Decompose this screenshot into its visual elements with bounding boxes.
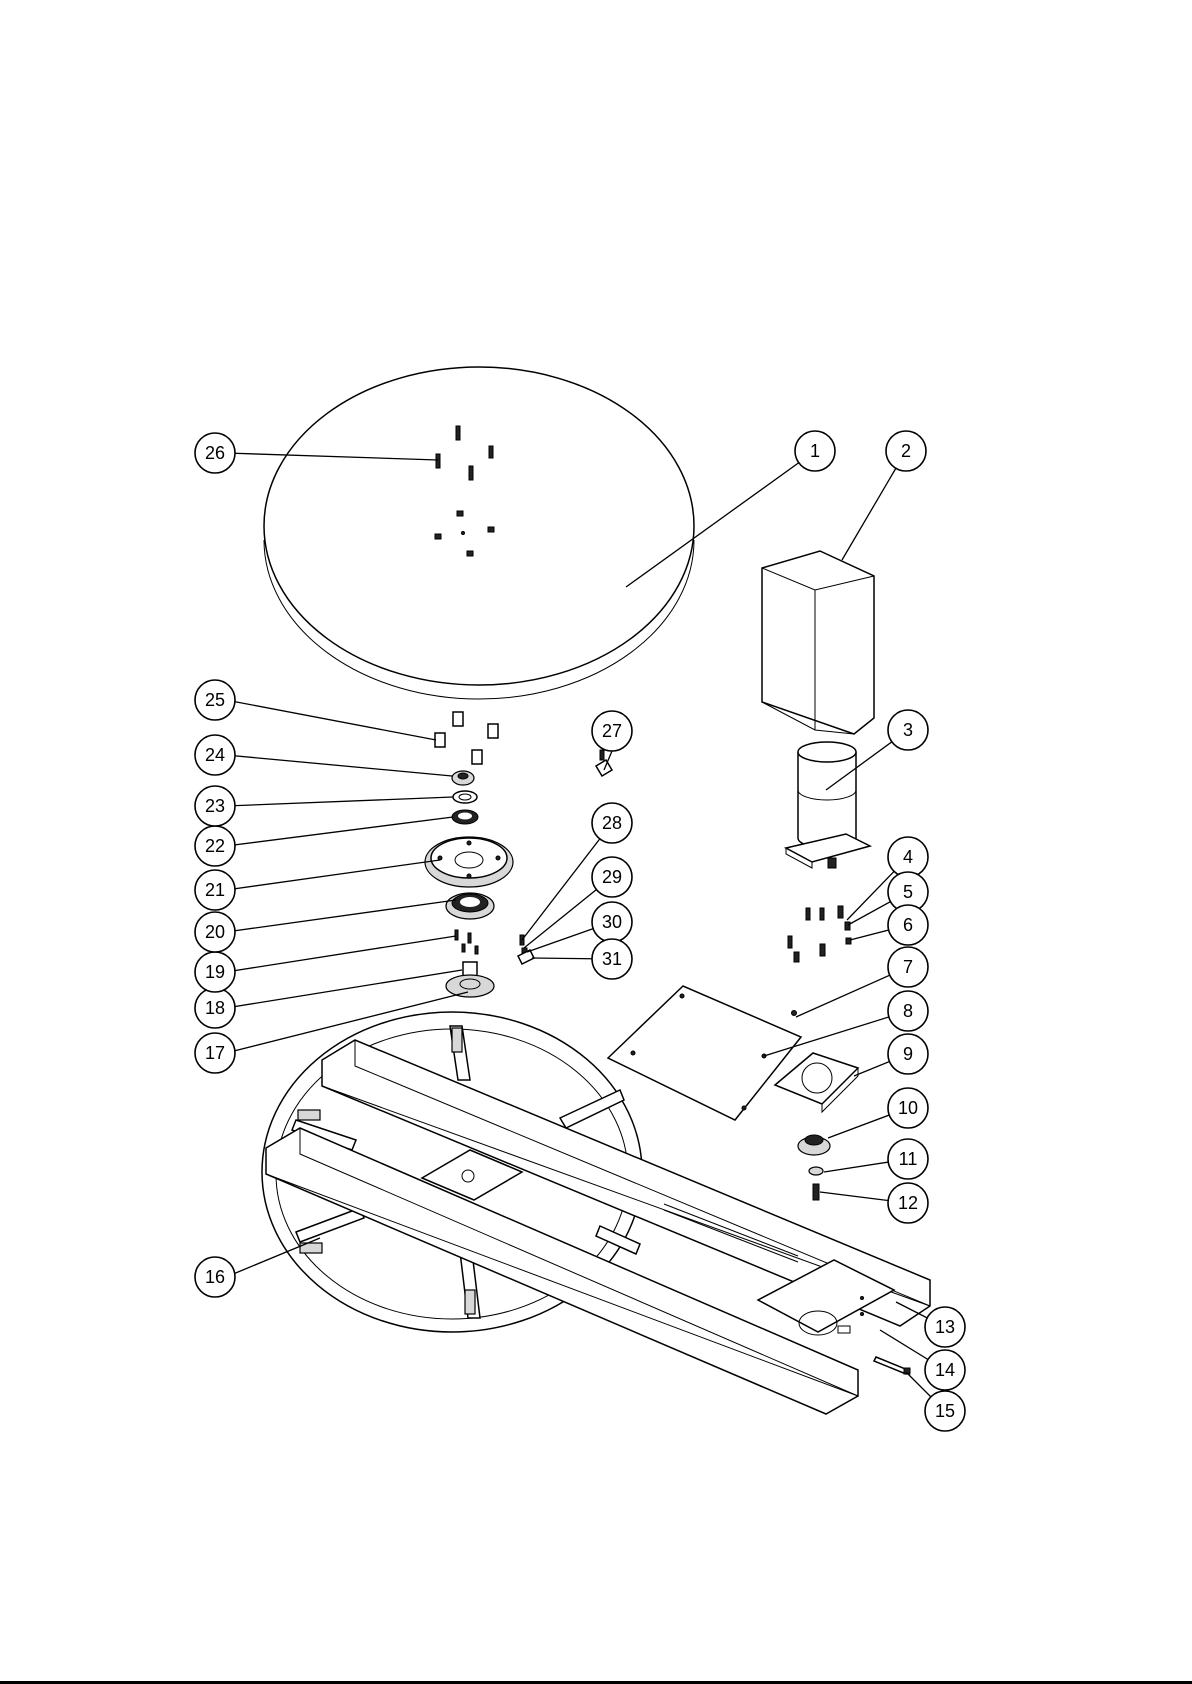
callout-balloon-11: 11 — [888, 1139, 928, 1179]
svg-text:2: 2 — [901, 441, 911, 461]
svg-text:13: 13 — [935, 1317, 955, 1337]
svg-text:29: 29 — [602, 867, 622, 887]
sensor-bracket — [596, 750, 612, 776]
svg-text:25: 25 — [205, 690, 225, 710]
svg-text:14: 14 — [935, 1360, 955, 1380]
callout-balloon-23: 23 — [195, 786, 235, 826]
svg-text:16: 16 — [205, 1267, 225, 1287]
callout-balloon-14: 14 — [925, 1350, 965, 1390]
callout-balloon-30: 30 — [592, 902, 632, 942]
hub-collar — [452, 771, 474, 785]
drive-sprocket — [798, 1135, 830, 1155]
pivot-post — [446, 962, 494, 997]
callout-balloon-7: 7 — [888, 947, 928, 987]
svg-text:23: 23 — [205, 796, 225, 816]
svg-text:20: 20 — [205, 922, 225, 942]
svg-text:1: 1 — [810, 441, 820, 461]
svg-text:28: 28 — [602, 813, 622, 833]
svg-text:22: 22 — [205, 836, 225, 856]
thrust-washer — [453, 791, 477, 803]
svg-text:8: 8 — [903, 1001, 913, 1021]
motor-cover-box — [762, 551, 874, 734]
callout-balloon-10: 10 — [888, 1088, 928, 1128]
bearing-housing — [446, 893, 494, 919]
callout-balloon-1: 1 — [795, 431, 835, 471]
svg-text:9: 9 — [903, 1044, 913, 1064]
callout-balloon-4: 4 — [888, 837, 928, 877]
bearing-ring — [452, 810, 478, 824]
drive-motor — [786, 742, 870, 868]
svg-text:18: 18 — [205, 998, 225, 1018]
callout-balloon-20: 20 — [195, 912, 235, 952]
callout-balloon-31: 31 — [592, 939, 632, 979]
svg-text:5: 5 — [903, 882, 913, 902]
proximity-switch-parts — [518, 935, 534, 964]
callout-balloon-24: 24 — [195, 735, 235, 775]
callout-balloon-27: 27 — [592, 711, 632, 751]
callout-balloon-22: 22 — [195, 826, 235, 866]
callout-balloon-29: 29 — [592, 857, 632, 897]
svg-text:15: 15 — [935, 1401, 955, 1421]
svg-text:17: 17 — [205, 1043, 225, 1063]
callout-balloon-12: 12 — [888, 1183, 928, 1223]
svg-text:26: 26 — [205, 443, 225, 463]
callout-balloon-15: 15 — [925, 1391, 965, 1431]
callout-balloon-28: 28 — [592, 803, 632, 843]
callout-balloon-18: 18 — [195, 988, 235, 1028]
callout-balloon-25: 25 — [195, 680, 235, 720]
svg-text:12: 12 — [898, 1193, 918, 1213]
svg-text:27: 27 — [602, 721, 622, 741]
svg-text:3: 3 — [903, 720, 913, 740]
callout-balloon-3: 3 — [888, 710, 928, 750]
svg-text:30: 30 — [602, 912, 622, 932]
motor-mount-plate — [775, 1053, 858, 1112]
callout-balloon-16: 16 — [195, 1257, 235, 1297]
svg-text:21: 21 — [205, 880, 225, 900]
callout-balloon-21: 21 — [195, 870, 235, 910]
svg-text:6: 6 — [903, 915, 913, 935]
callout-balloon-26: 26 — [195, 433, 235, 473]
svg-text:24: 24 — [205, 745, 225, 765]
spacer-blocks — [435, 712, 498, 764]
svg-text:4: 4 — [903, 847, 913, 867]
sprocket-washer — [809, 1167, 823, 1175]
sprocket-bolt — [813, 1184, 819, 1200]
svg-text:31: 31 — [602, 949, 622, 969]
callout-balloon-13: 13 — [925, 1307, 965, 1347]
svg-text:19: 19 — [205, 962, 225, 982]
motor-mount-bolts — [788, 906, 851, 962]
svg-text:11: 11 — [899, 1149, 918, 1169]
sprocket-plate — [425, 837, 513, 887]
svg-text:10: 10 — [898, 1098, 918, 1118]
callout-balloon-8: 8 — [888, 991, 928, 1031]
callout-balloon-17: 17 — [195, 1033, 235, 1073]
callout-balloon-9: 9 — [888, 1034, 928, 1074]
small-screws — [455, 930, 478, 954]
turntable-top-disc — [264, 367, 694, 699]
callout-balloon-6: 6 — [888, 905, 928, 945]
callout-balloon-19: 19 — [195, 952, 235, 992]
callout-balloon-2: 2 — [886, 431, 926, 471]
leveling-pin — [874, 1357, 910, 1374]
svg-text:7: 7 — [903, 957, 913, 977]
